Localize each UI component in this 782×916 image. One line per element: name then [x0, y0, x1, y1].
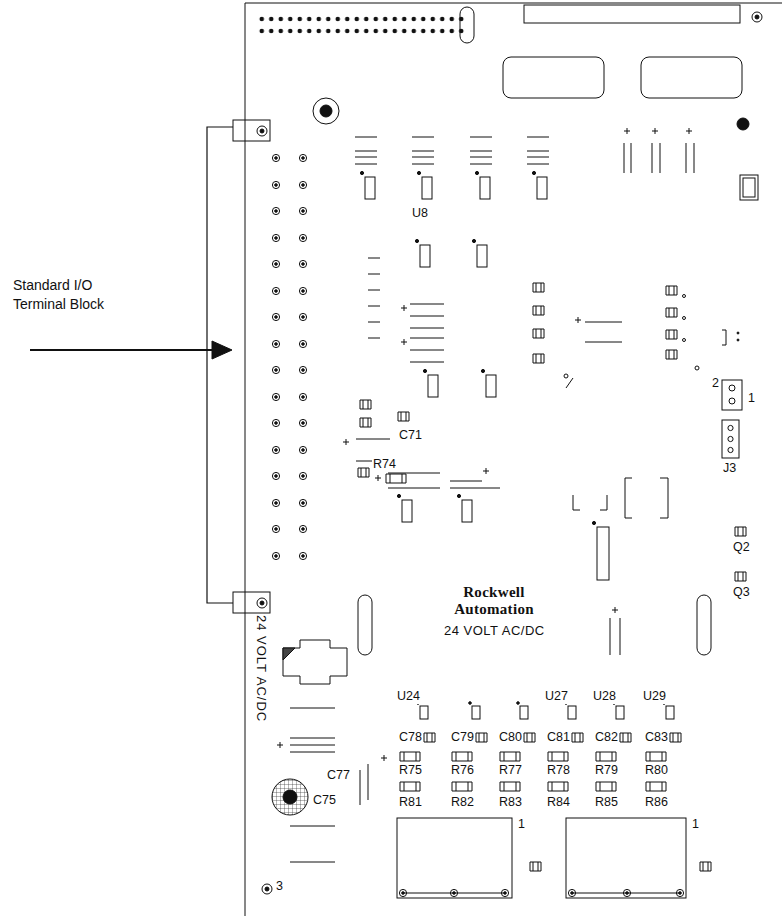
part-label: C79 — [450, 731, 475, 745]
transistor-symbol — [358, 283, 746, 581]
capacitor-symbol — [624, 128, 694, 173]
part-label: J3 — [722, 462, 737, 476]
pin-number: 1 — [691, 818, 700, 832]
mount-screw — [257, 598, 267, 608]
board-edge — [245, 3, 782, 916]
part-label: R76 — [450, 764, 475, 778]
hatched-pad — [272, 779, 308, 815]
polarity-mark — [381, 755, 387, 761]
part-label: U29 — [642, 690, 667, 704]
part-label: Q3 — [732, 586, 751, 600]
connector-symbol — [722, 380, 742, 458]
capacitor-symbol — [343, 304, 622, 655]
corner-mark — [283, 648, 295, 660]
header-pins — [257, 13, 466, 37]
transformer-outline — [283, 640, 347, 684]
polarity-mark — [277, 742, 283, 748]
pin-number: 1 — [747, 392, 756, 406]
ic-symbol — [360, 171, 547, 522]
component-outline — [641, 57, 742, 98]
manufacturer-logo: Rockwell Automation — [437, 584, 551, 617]
part-label: R79 — [594, 764, 619, 778]
part-label: U27 — [544, 690, 569, 704]
slot — [697, 595, 711, 655]
mount-screw — [283, 790, 297, 804]
part-label: R82 — [450, 796, 475, 810]
terminal-block-outline — [207, 127, 233, 603]
terminal-block-tab — [233, 592, 270, 613]
ic-symbol — [597, 527, 609, 580]
connector-outline — [524, 5, 740, 23]
part-label: R83 — [498, 796, 523, 810]
slot — [358, 595, 372, 655]
part-label: R78 — [546, 764, 571, 778]
pin-number: 2 — [711, 377, 720, 391]
terminal-block-tab — [233, 120, 270, 141]
part-label: R74 — [372, 458, 397, 472]
part-label: R86 — [644, 796, 669, 810]
part-label: C82 — [594, 731, 619, 745]
mount-screw — [313, 12, 762, 130]
callout-arrowhead — [212, 341, 232, 359]
part-label: R85 — [594, 796, 619, 810]
callout-text: Standard I/O Terminal Block — [12, 276, 126, 314]
resistor-symbol — [386, 474, 406, 483]
part-label: C83 — [644, 731, 669, 745]
part-label: Q2 — [732, 541, 751, 555]
terminal-connector — [397, 818, 686, 898]
part-label: C81 — [546, 731, 571, 745]
component-outline — [740, 175, 758, 200]
mount-screw — [262, 884, 272, 894]
part-label: C78 — [398, 731, 423, 745]
part-label: C77 — [326, 769, 351, 783]
part-label: U24 — [396, 690, 421, 704]
part-label: R75 — [398, 764, 423, 778]
voltage-rating: 24 VOLT AC/DC — [443, 624, 546, 638]
part-label: R77 — [498, 764, 523, 778]
part-label: R80 — [644, 764, 669, 778]
terminal-pins — [272, 154, 306, 559]
part-label: U8 — [411, 207, 429, 221]
slot — [460, 7, 474, 43]
mount-screw — [257, 126, 267, 136]
voltage-rating: 24 VOLT AC/DC — [254, 614, 268, 723]
resistor-symbol — [400, 752, 666, 791]
screw-number: 3 — [275, 880, 284, 894]
part-label: C80 — [498, 731, 523, 745]
resistor-stack — [355, 137, 549, 164]
pin-number: 1 — [517, 818, 526, 832]
ic-symbol — [417, 702, 674, 719]
part-label: R84 — [546, 796, 571, 810]
misc-outline — [564, 295, 739, 519]
part-label: C71 — [398, 429, 423, 443]
callout-arrow-line — [30, 349, 212, 351]
transistor-symbol — [530, 862, 711, 871]
part-label: U28 — [592, 690, 617, 704]
pin-one-dot — [592, 521, 595, 524]
part-label: C75 — [312, 794, 337, 808]
component-outline — [503, 57, 604, 98]
resistor-symbol — [368, 258, 380, 338]
part-label: R81 — [398, 796, 423, 810]
capacitor-symbol — [360, 764, 368, 805]
